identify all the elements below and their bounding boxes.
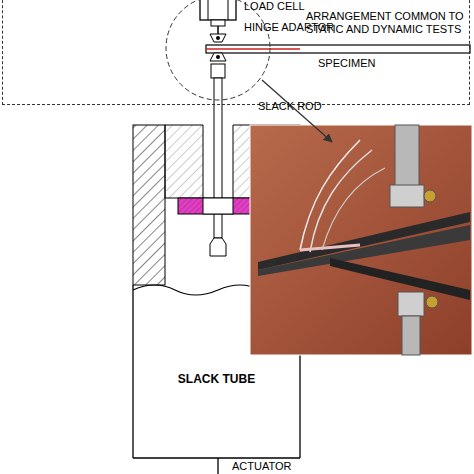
slack-tube-body: SLACK TUBE	[133, 125, 300, 459]
node-label: SLACK TUBE	[133, 373, 300, 386]
part-label: SPECIMEN	[318, 57, 375, 70]
arrangement-region: ARRANGEMENT COMMON TO STATIC AND DYNAMIC…	[2, 0, 470, 105]
hinge-adaptor	[210, 26, 226, 42]
load-cell	[200, 0, 236, 26]
part-label: SLACK ROD	[258, 100, 322, 113]
specimen-bar	[206, 45, 470, 53]
part-label: HINGE ADAPTOR	[244, 21, 334, 34]
actuator-rod	[217, 458, 218, 474]
part-label: LOAD CELL	[244, 0, 305, 13]
detail-circle	[166, 0, 270, 100]
part-label: ACTUATOR	[232, 460, 292, 473]
slack-rod	[210, 53, 226, 256]
photo-inset	[250, 125, 472, 355]
